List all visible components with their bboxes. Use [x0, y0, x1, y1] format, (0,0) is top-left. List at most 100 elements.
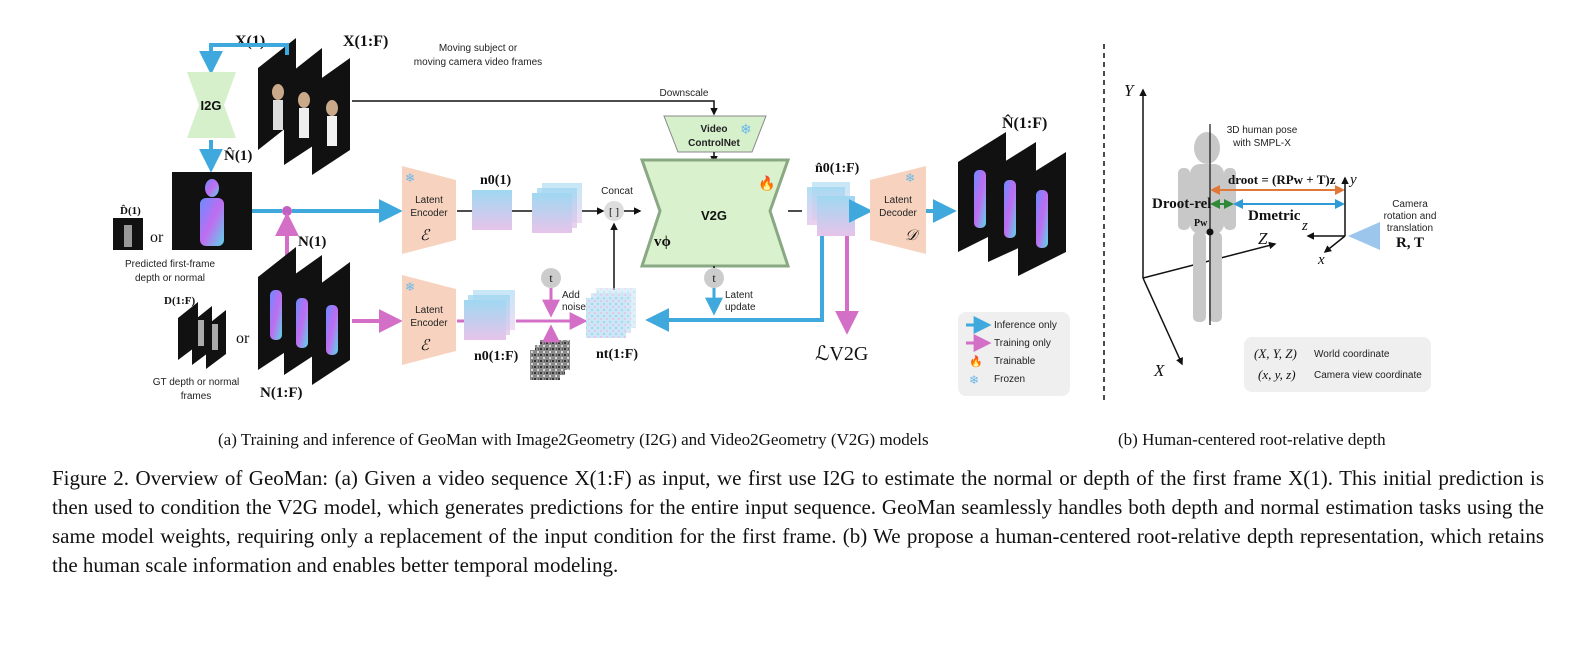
architecture-figure: X(1) X(1:F) Moving subject or moving cam…: [113, 33, 1437, 402]
legend-inference: Inference only: [994, 320, 1057, 331]
moving-note-1: Moving subject or: [439, 43, 518, 54]
latent-encoder-bottom: [402, 275, 456, 365]
legend-frozen: Frozen: [994, 374, 1025, 385]
dec-label-2: Decoder: [879, 208, 917, 219]
latent-decoder: [870, 166, 926, 254]
snowflake-icon: ❄: [405, 280, 415, 294]
n1-label: N(1): [298, 234, 326, 250]
dmetric-label: Dmetric: [1248, 208, 1301, 224]
predicted-note-2: depth or normal: [135, 273, 205, 284]
predicted-note-1: Predicted first-frame: [125, 259, 215, 270]
camera-coord-label: Camera view coordinate: [1314, 370, 1422, 381]
enc-top-symbol: ℰ: [420, 228, 431, 244]
add-noise-1: Add: [562, 290, 580, 301]
figure-caption: Figure 2. Overview of GeoMan: (a) Given …: [52, 464, 1544, 580]
n1f-label: N(1:F): [260, 385, 302, 401]
dec-label-1: Latent: [884, 195, 912, 206]
legend-trainable: Trainable: [994, 356, 1036, 367]
or-label-2: or: [236, 330, 250, 347]
axis-z: z: [1301, 218, 1308, 234]
loss-label: ℒV2G: [815, 343, 868, 365]
root-joint: [1206, 228, 1214, 236]
or-label-1: or: [150, 229, 164, 246]
concat-label: Concat: [601, 186, 633, 197]
caption-text: Overview of GeoMan: (a) Given a video se…: [52, 466, 1545, 577]
latent-n0-1f: [464, 300, 506, 340]
camera-note-2: rotation and: [1384, 211, 1437, 222]
v2g-label: V2G: [701, 208, 727, 223]
output-normal-frames: [958, 132, 1066, 276]
snowflake-icon: ❄: [405, 171, 415, 185]
world-coord-label: World coordinate: [1314, 349, 1390, 360]
add-noise-2: noise: [562, 302, 586, 313]
controlnet-label-1: Video: [700, 124, 727, 135]
t-label-2: t: [712, 271, 716, 285]
camera-note-3: translation: [1387, 223, 1433, 234]
camera-coord: (x, y, z): [1258, 367, 1296, 382]
t-node-v2g: [704, 268, 724, 288]
caption-label: Figure 2.: [52, 466, 130, 490]
nt-label: nt(1:F): [596, 347, 638, 362]
latent-update-2: update: [725, 302, 756, 313]
axis-X: X: [1153, 361, 1165, 380]
latent-update-1: Latent: [725, 290, 753, 301]
pw-label: Pw: [1194, 218, 1208, 229]
dhat1-label: D̂(1): [120, 204, 141, 217]
junction-dot: [282, 206, 292, 216]
concat-node: [604, 201, 624, 221]
camera-note-1: Camera: [1392, 199, 1428, 210]
snowflake-icon: ❄: [905, 171, 915, 185]
coordinate-legend: [1244, 337, 1431, 392]
nhat0-label: n̂0(1:F): [815, 161, 860, 176]
enc-bot-label-2: Encoder: [410, 318, 448, 329]
v2g-block: [639, 158, 791, 268]
fire-icon: 🔥: [969, 355, 983, 368]
snowflake-icon: ❄: [969, 373, 979, 387]
n0-1f-label: n0(1:F): [474, 349, 519, 364]
controlnet-label-2: ControlNet: [688, 138, 740, 149]
pose-note-1: 3D human pose: [1227, 125, 1298, 136]
enc-top-label-2: Encoder: [410, 208, 448, 219]
camera-axes: [1306, 176, 1349, 253]
i2g-label: I2G: [201, 98, 222, 113]
axis-Y: Y: [1124, 81, 1135, 100]
latent-n0-1: [472, 190, 512, 230]
legend-training: Training only: [994, 338, 1051, 349]
t-node-noise: [541, 268, 561, 288]
axis-y: y: [1348, 172, 1357, 188]
nhat1-label: N̂(1): [224, 147, 252, 164]
downscale-arrow: [352, 100, 718, 116]
gt-depth-frames: [178, 302, 226, 369]
subcaption-b: (b) Human-centered root-relative depth: [1118, 430, 1386, 449]
t-label-1: t: [549, 271, 553, 285]
x1f-label: X(1:F): [343, 33, 388, 50]
gt-note-1: GT depth or normal: [153, 377, 240, 388]
latent-encoder-top: [402, 166, 456, 254]
concat-symbol: [ ]: [609, 206, 619, 218]
pose-note-2: with SMPL-X: [1232, 138, 1291, 149]
snowflake-icon: ❄: [740, 123, 752, 138]
droot-eq: droot = (RPw + T)z: [1228, 172, 1336, 187]
gt-note-2: frames: [181, 391, 212, 402]
moving-note-2: moving camera video frames: [414, 57, 542, 68]
gt-normal-frames: [258, 247, 350, 385]
latent-update-loop: [645, 236, 824, 332]
axis-x: x: [1317, 252, 1325, 268]
i2g-block: [187, 72, 236, 138]
camera-icon: [1348, 222, 1380, 250]
latent-nhat0: [817, 196, 855, 236]
drootrel-label: Droot-rel: [1152, 196, 1211, 212]
subcaption-a: (a) Training and inference of GeoMan wit…: [218, 430, 929, 449]
latent-nt: [586, 298, 626, 338]
enc-bot-label-1: Latent: [415, 305, 443, 316]
axis-Z: Z: [1258, 229, 1268, 248]
downscale-label: Downscale: [660, 88, 709, 99]
dec-symbol: 𝒟: [905, 228, 920, 244]
x1-to-i2g-arrow: [199, 43, 289, 75]
nhat1f-label: N̂(1:F): [1002, 114, 1047, 133]
rt-label: R, T: [1396, 235, 1424, 251]
latent-repeated: [532, 193, 572, 233]
world-coord: (X, Y, Z): [1254, 346, 1297, 361]
human-mesh: [1178, 132, 1236, 322]
v-phi-label: vϕ: [654, 234, 671, 250]
